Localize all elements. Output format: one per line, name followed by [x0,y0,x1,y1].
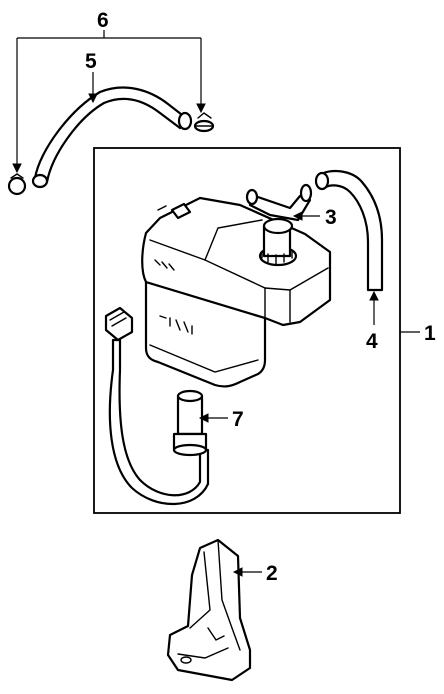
callout-6-bracket [12,30,206,174]
callout-1-box [93,147,401,514]
part-2-bracket [166,538,252,682]
part-7-level-sensor [104,306,210,506]
part-6-clamp-left [7,173,27,196]
callout-6: 6 [97,9,109,32]
callout-4: 4 [366,330,378,353]
part-1-reservoir-tank [141,196,332,388]
callout-3: 3 [325,206,337,229]
part-4-hose [314,169,384,292]
callout-5: 5 [85,50,97,73]
part-6-clamp-right [193,112,215,133]
callout-1: 1 [424,322,436,345]
callout-2: 2 [266,562,278,585]
part-3-cap-fitting [245,183,313,267]
part-5-hose [31,86,193,189]
callout-7: 7 [232,408,244,431]
